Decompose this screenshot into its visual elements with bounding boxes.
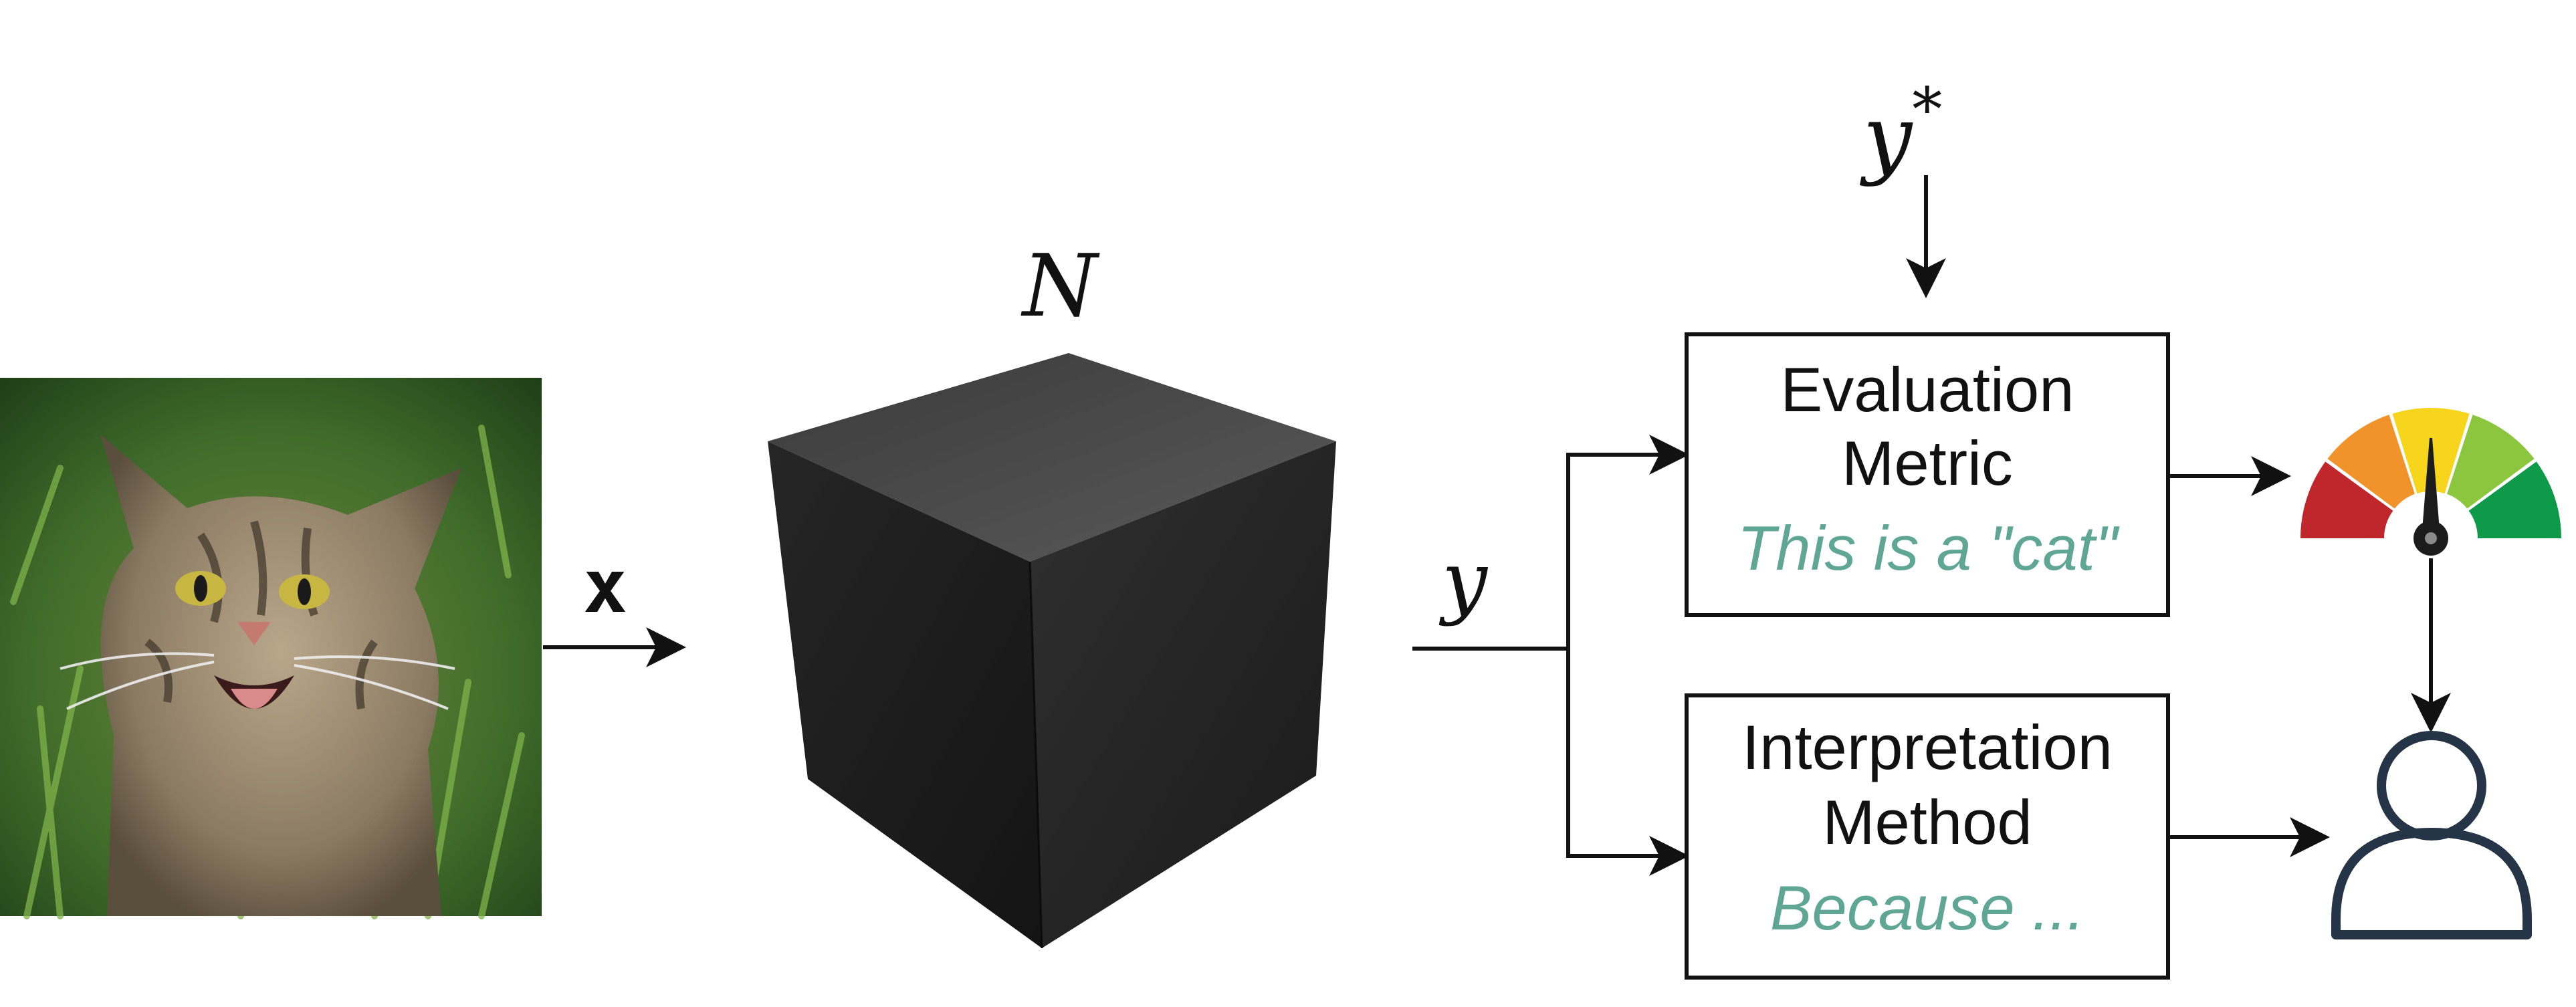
evaluation-metric-box: Evaluation Metric This is a "cat" bbox=[1685, 332, 2170, 617]
evaluation-title-line2: Metric bbox=[1842, 428, 2013, 498]
input-label: x bbox=[583, 544, 627, 629]
interpretation-title-line2: Method bbox=[1822, 787, 2032, 857]
interpretation-subtitle: Because ... bbox=[1770, 873, 2084, 943]
evaluation-subtitle: This is a "cat" bbox=[1737, 513, 2120, 583]
output-label: y bbox=[1438, 535, 1489, 628]
branch-connectors bbox=[1412, 435, 1689, 876]
interpretation-title-line1: Interpretation bbox=[1742, 712, 2113, 782]
gauge-meter-icon bbox=[2300, 408, 2561, 556]
evaluation-title-line1: Evaluation bbox=[1781, 354, 2074, 425]
black-box-cube-icon bbox=[768, 353, 1336, 949]
input-cat-image bbox=[0, 378, 542, 919]
person-icon bbox=[2331, 731, 2532, 939]
target-label: y* bbox=[1860, 75, 1942, 188]
network-label: N bbox=[1021, 237, 1100, 336]
interpretation-method-box: Interpretation Method Because ... bbox=[1685, 693, 2170, 980]
